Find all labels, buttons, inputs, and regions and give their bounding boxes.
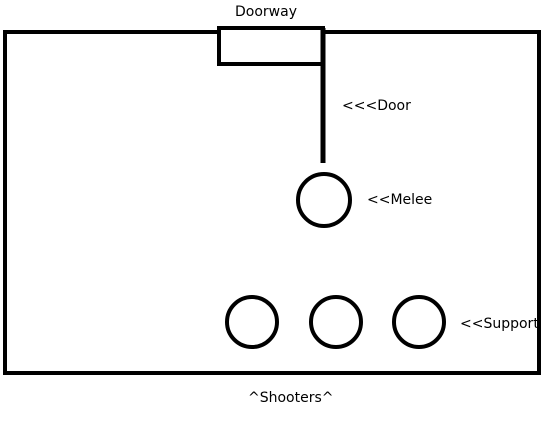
melee-label: <<Melee: [367, 192, 432, 208]
shooters-label: ^Shooters^: [248, 390, 334, 406]
melee-circle: [296, 172, 352, 228]
door-label: <<<Door: [342, 98, 411, 114]
room-outline: [3, 30, 541, 375]
shooter-circle: [225, 295, 279, 349]
doorway-box: [217, 26, 325, 66]
support-label: <<Support: [460, 316, 539, 332]
shooter-circle: [309, 295, 363, 349]
shooter-circle: [392, 295, 446, 349]
doorway-label: Doorway: [235, 4, 297, 20]
